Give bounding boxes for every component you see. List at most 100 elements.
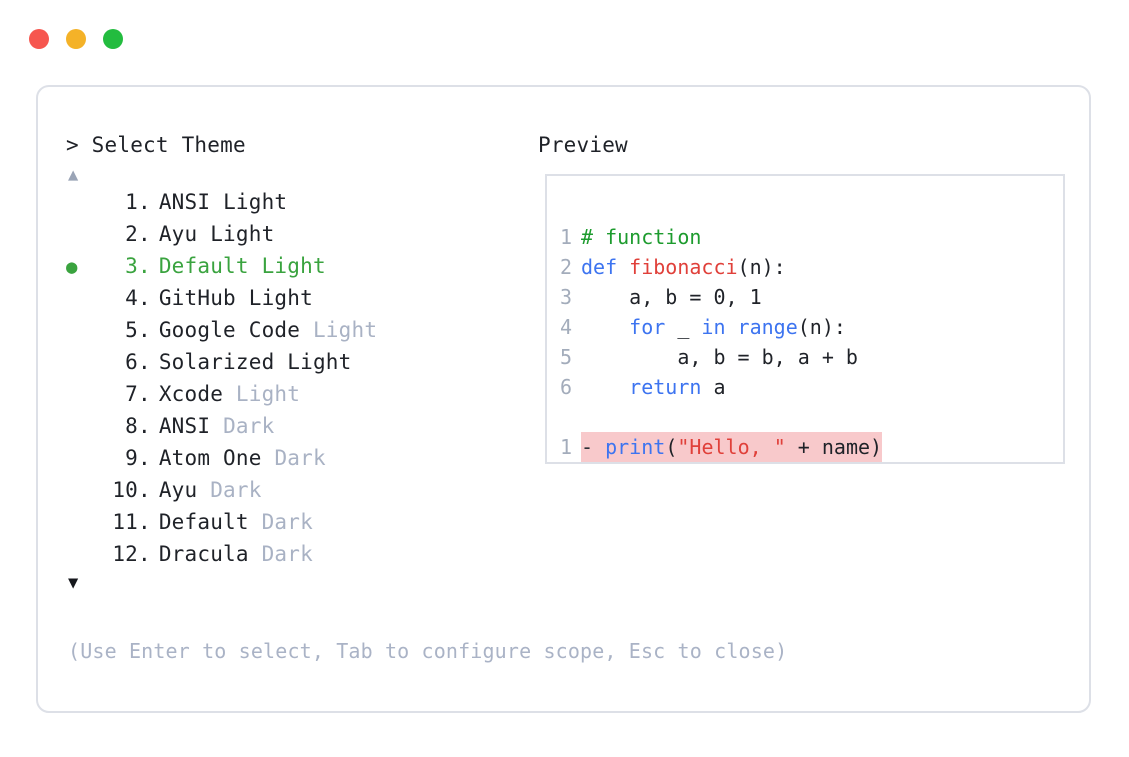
code-line-content: def fibonacci(n):: [581, 252, 786, 282]
theme-list-item[interactable]: ●4.GitHub Light: [66, 282, 526, 314]
selected-bullet-icon: ●: [66, 379, 94, 411]
theme-item-name: ANSI: [158, 414, 224, 438]
diff-line: 1+ print(f"Hello, {name}!"): [547, 462, 1063, 464]
code-token: for: [629, 315, 666, 339]
theme-item-separator: .: [138, 478, 151, 502]
theme-item-variant: Dark: [274, 446, 326, 470]
selected-bullet-icon: ●: [66, 475, 94, 507]
theme-item-separator: .: [138, 446, 151, 470]
selected-bullet-icon: ●: [66, 315, 94, 347]
theme-item-separator: .: [138, 542, 151, 566]
code-line-content: return a: [581, 372, 726, 402]
code-token: (: [665, 435, 678, 459]
theme-list-item[interactable]: ●10.Ayu Dark: [66, 474, 526, 506]
theme-item-separator: .: [138, 382, 151, 406]
theme-item-variant: Dark: [210, 478, 262, 502]
theme-item-separator: .: [138, 414, 151, 438]
theme-selector-card: > Select Theme ▲ ●1.ANSI Light●2.Ayu Lig…: [36, 85, 1091, 713]
line-number: 4: [559, 315, 572, 339]
code-token: [581, 375, 629, 399]
code-token: print: [605, 435, 666, 459]
code-token: (n):: [797, 315, 846, 339]
scroll-up-icon[interactable]: ▲: [68, 165, 79, 185]
selected-bullet-icon: ●: [66, 443, 94, 475]
theme-item-name: Dracula: [158, 542, 262, 566]
code-line-content: a, b = 0, 1: [581, 282, 762, 312]
preview-heading: Preview: [538, 133, 628, 157]
code-token: in: [701, 315, 738, 339]
theme-item-name: GitHub: [158, 286, 249, 310]
theme-item-separator: .: [138, 510, 151, 534]
theme-list-item[interactable]: ●2.Ayu Light: [66, 218, 526, 250]
code-token: ): [882, 462, 894, 464]
code-token: a, b = b, a + b: [581, 345, 858, 369]
theme-list-item[interactable]: ●11.Default Dark: [66, 506, 526, 538]
theme-item-separator: .: [138, 350, 151, 374]
line-number: 1: [559, 435, 572, 459]
theme-item-name: Solarized: [158, 350, 288, 374]
minimize-dot[interactable]: [66, 29, 86, 49]
theme-item-index: 9: [125, 446, 138, 470]
maximize-dot[interactable]: [103, 29, 123, 49]
theme-item-variant: Light: [248, 286, 313, 310]
theme-item-name: ANSI: [158, 190, 224, 214]
code-line: 4 for _ in range(n):: [547, 312, 1063, 342]
keyboard-hint: (Use Enter to select, Tab to configure s…: [68, 639, 788, 663]
theme-item-index: 8: [125, 414, 138, 438]
theme-list-item[interactable]: ● 1. ANSI Light: [66, 186, 526, 218]
selected-bullet-icon: ●: [66, 187, 94, 219]
theme-list-item[interactable]: ● 8. ANSI Dark: [66, 410, 526, 442]
window-titlebar: [29, 29, 123, 49]
selected-bullet-icon: ●: [66, 347, 94, 379]
theme-item-variant: Light: [210, 222, 275, 246]
theme-list-item[interactable]: ●5.Google Code Light: [66, 314, 526, 346]
theme-list-item[interactable]: ●7.Xcode Light: [66, 378, 526, 410]
theme-item-separator: .: [138, 318, 151, 342]
code-blank-line: [547, 402, 1063, 432]
code-line: 3 a, b = 0, 1: [547, 282, 1063, 312]
code-token: return: [629, 375, 702, 399]
code-token: range: [737, 315, 798, 339]
theme-item-name: Xcode: [158, 382, 236, 406]
theme-item-index: 2: [125, 222, 138, 246]
diff-line: 1- print("Hello, " + name): [547, 432, 1063, 462]
line-number: 2: [559, 255, 572, 279]
theme-list-item[interactable]: ●3.Default Light: [66, 250, 526, 282]
code-line-content: a, b = b, a + b: [581, 342, 858, 372]
theme-item-name: Atom One: [158, 446, 275, 470]
selected-bullet-icon: ●: [66, 411, 94, 443]
theme-item-index: 1: [125, 190, 138, 214]
line-number: 3: [559, 285, 572, 309]
theme-item-index: 3: [125, 254, 138, 278]
code-token: a: [701, 375, 726, 399]
theme-list-item[interactable]: ●12.Dracula Dark: [66, 538, 526, 570]
selected-bullet-icon: ●: [66, 539, 94, 571]
code-token: a, b = 0, 1: [581, 285, 762, 309]
theme-item-separator: .: [138, 286, 151, 310]
theme-item-variant: Light: [312, 318, 378, 342]
theme-item-variant: Dark: [223, 414, 275, 438]
scroll-down-icon[interactable]: ▼: [68, 573, 79, 593]
theme-item-variant: Light: [235, 382, 301, 406]
theme-item-index: 6: [125, 350, 138, 374]
theme-item-variant: Light: [261, 254, 326, 278]
theme-item-separator: .: [138, 190, 151, 214]
theme-item-name: Google Code: [158, 318, 313, 342]
code-line: 1# function: [547, 222, 1063, 252]
close-dot[interactable]: [29, 29, 49, 49]
theme-list-item[interactable]: ●6.Solarized Light: [66, 346, 526, 378]
code-token: _: [665, 315, 702, 339]
code-line-content: for _ in range(n):: [581, 312, 846, 342]
code-token: [581, 315, 629, 339]
theme-list-item[interactable]: ● 9. Atom One Dark: [66, 442, 526, 474]
selected-bullet-icon: ●: [66, 507, 94, 539]
line-number: 1: [547, 462, 581, 464]
theme-item-variant: Light: [223, 190, 288, 214]
selected-bullet-icon: ●: [66, 283, 94, 315]
code-line-content: # function: [581, 222, 701, 252]
theme-item-separator: .: [138, 254, 151, 278]
theme-item-variant: Dark: [261, 542, 313, 566]
theme-item-name: Ayu: [158, 222, 211, 246]
